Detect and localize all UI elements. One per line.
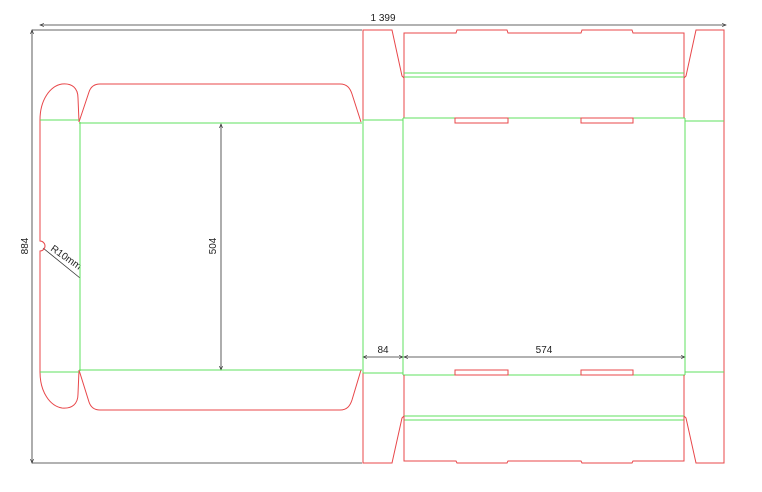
side-strip: [362, 29, 405, 464]
side-strip-width-label: 84: [377, 345, 389, 356]
dimension-overall-width: 1 399: [40, 13, 726, 25]
overall-width-label: 1 399: [370, 13, 395, 24]
notch-radius-callout: R10mm: [42, 243, 83, 279]
panel-width-label: 574: [536, 345, 553, 356]
dimension-overall-height: 884: [20, 30, 362, 463]
overall-height-label: 884: [20, 237, 31, 254]
slot: [580, 117, 634, 124]
notch-radius-label: R10mm: [48, 243, 83, 272]
slot: [454, 369, 509, 376]
left-lid-panel: [39, 83, 362, 411]
dimension-panel-width: 574: [404, 345, 685, 357]
panel-height-label: 504: [208, 237, 219, 254]
slot: [580, 369, 634, 376]
right-strip: [683, 29, 725, 464]
slot: [454, 117, 509, 124]
dimension-side-strip-width: 84: [363, 345, 403, 357]
dimension-panel-height: 504: [208, 124, 221, 370]
main-panel: [403, 29, 686, 464]
